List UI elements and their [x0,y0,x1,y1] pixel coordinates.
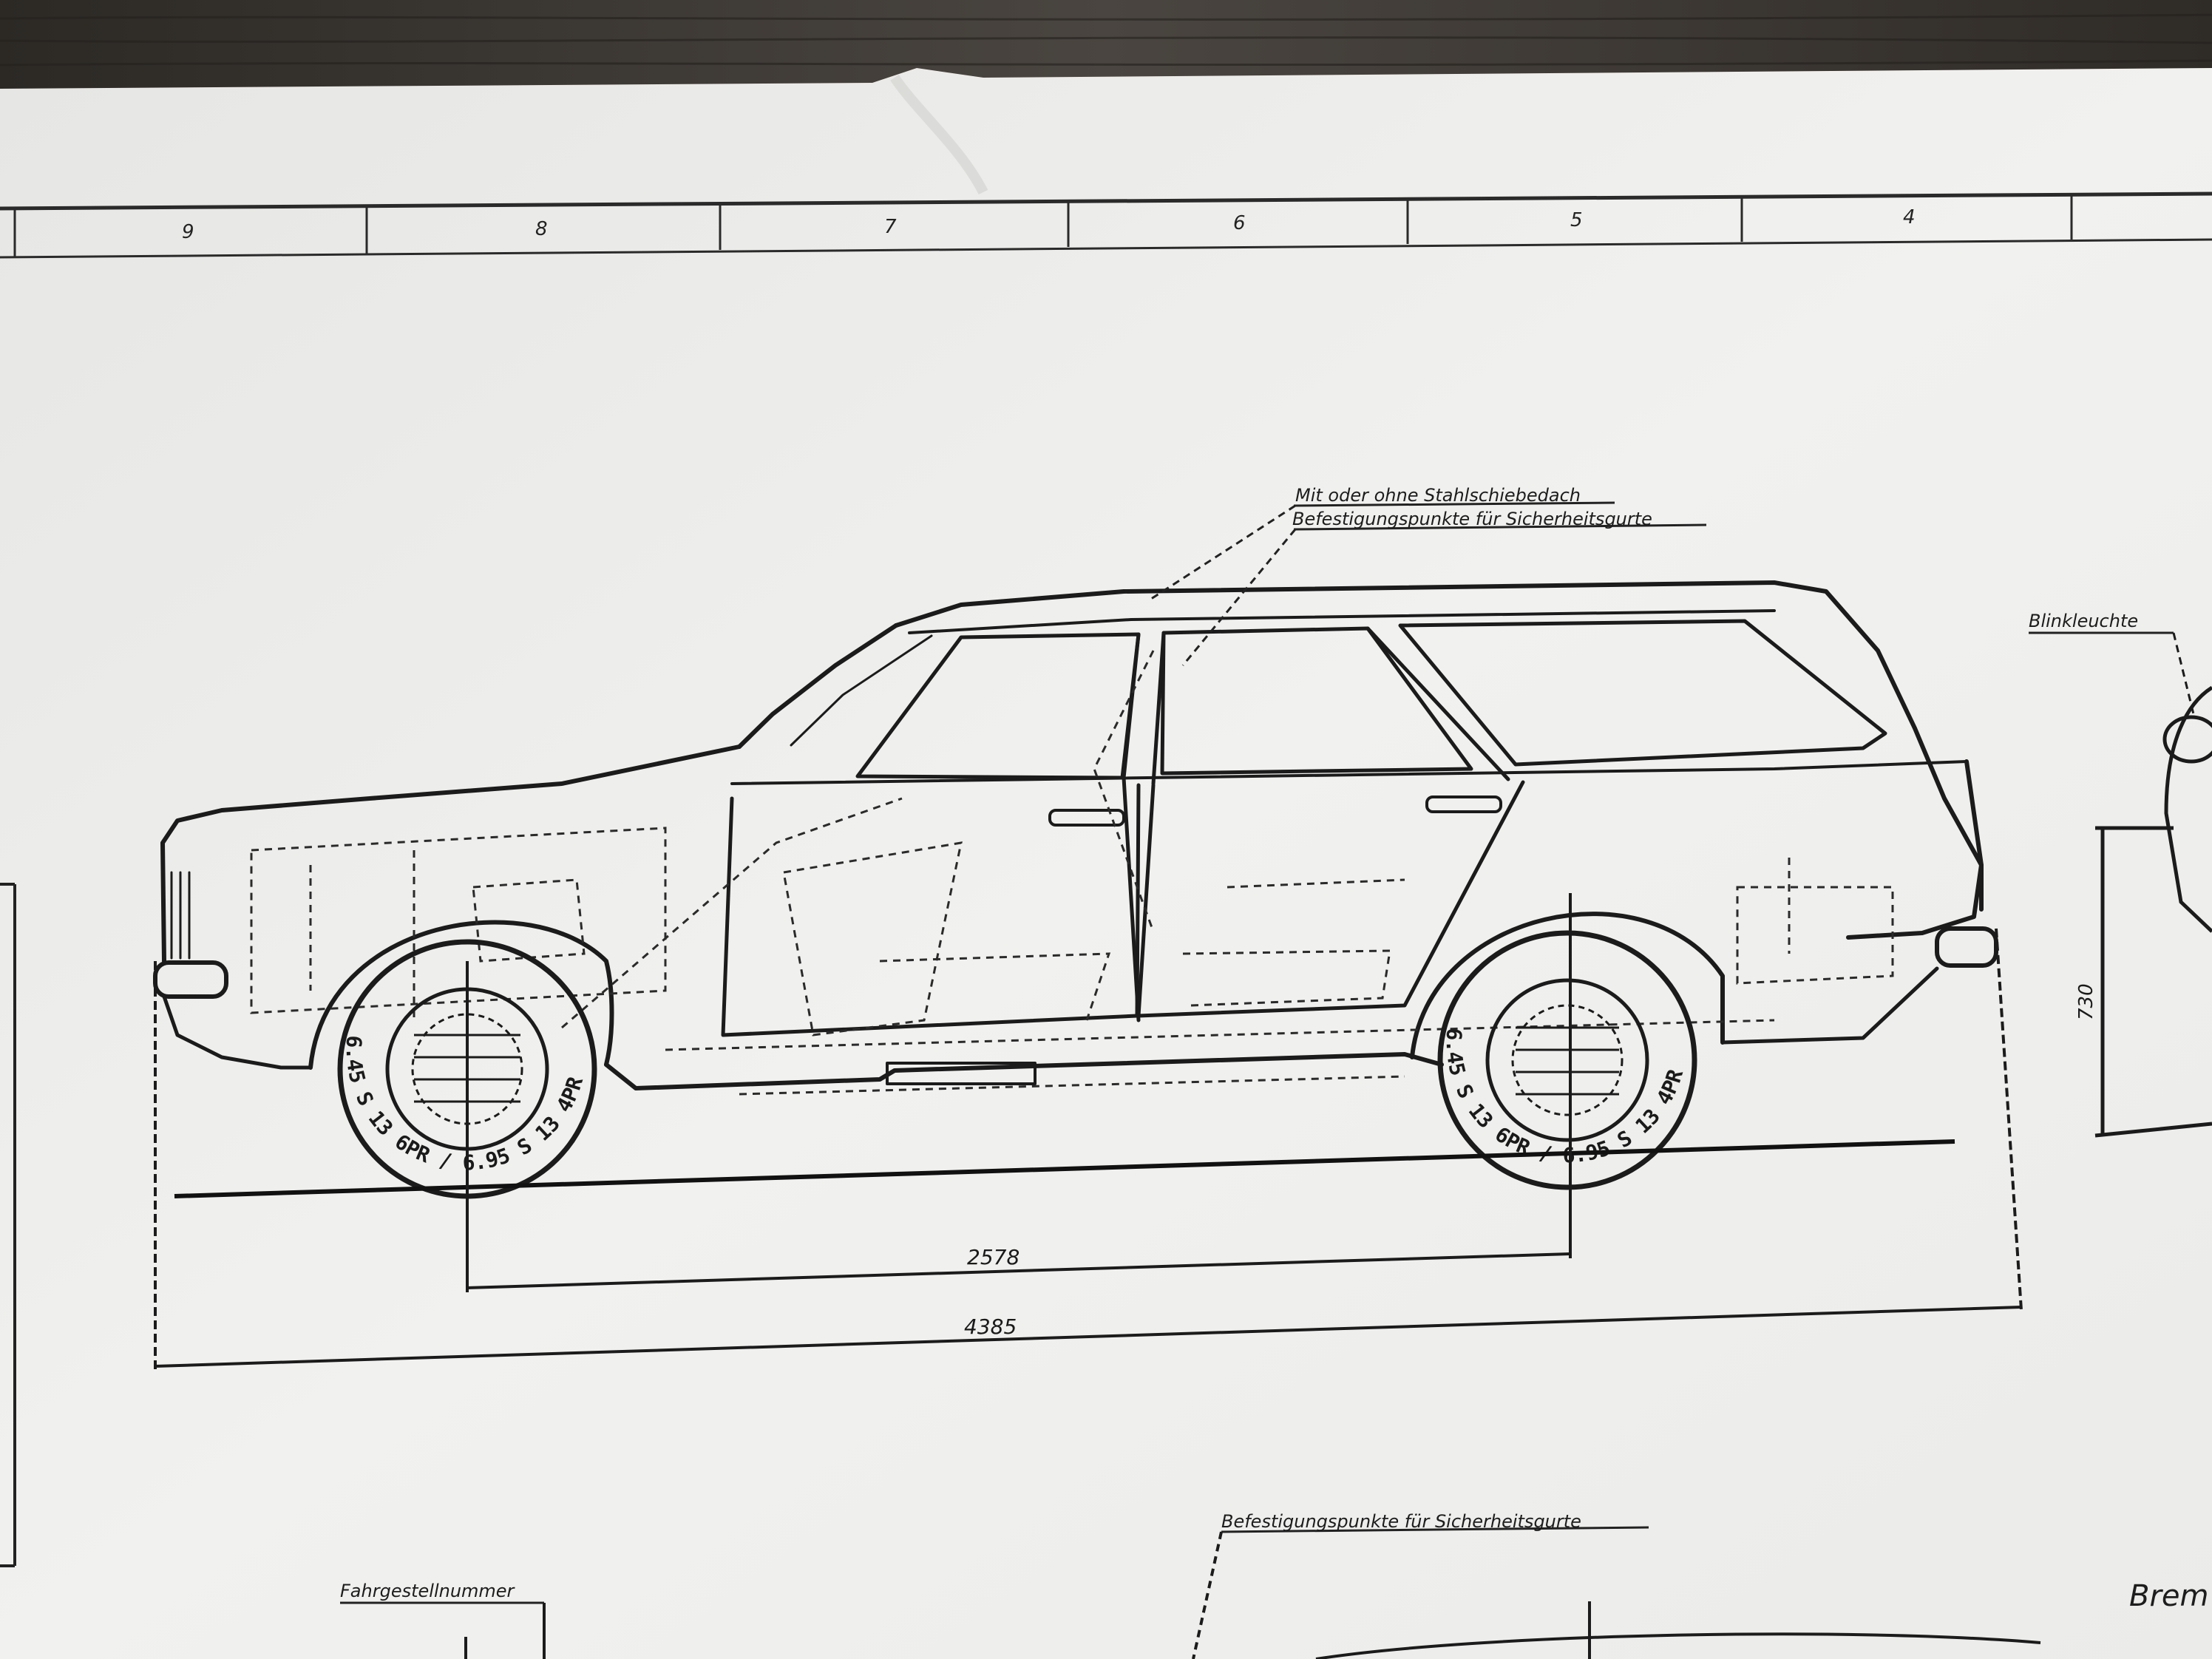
dimension-lines [154,893,2023,1369]
indicator-annotation: Blinkleuchte [2029,611,2138,631]
car-tailgate [1846,759,1984,940]
car-rear-door-handle [1425,795,1502,813]
car-hood [160,744,742,963]
zone-label-5: 5 [1570,209,1583,231]
belt-points-annotation-top: Befestigungspunkte für Sicherheitsgurte [1292,509,1652,529]
paper-sheet [0,68,2212,1659]
car-grille [170,871,191,960]
car-rear-door-window [1160,626,1473,776]
car-belt-line [730,760,1968,785]
zone-strip [0,191,2212,259]
chassis-number-annotation: Fahrgestellnummer [340,1581,516,1601]
car-internals-dashed [250,650,1894,1096]
sunroof-annotation: Mit oder ohne Stahlschiebedach [1295,485,1581,506]
zone-label-9: 9 [182,221,194,243]
overall-length-dimension: 4385 [964,1314,1017,1339]
ground-line [174,1139,1955,1198]
left-frame-box [0,883,16,1567]
zone-label-4: 4 [1903,206,1916,228]
car-front-door [721,783,1141,1037]
wood-grain [0,13,2212,67]
car-rear-door [1136,780,1525,1018]
station-wagon-side-view [153,580,1998,1090]
paper-fold [890,75,988,195]
rear-wheel [1437,930,1697,1190]
car-front-wheel-arch [308,920,614,1070]
zone-label-6: 6 [1233,212,1246,234]
rear-height-dimension: 730 [2075,983,2097,1020]
belt-points-annotation-bottom: Befestigungspunkte für Sicherheitsgurte [1221,1511,1581,1532]
annotation-leaders [1148,504,1297,666]
car-front-door-handle [1048,809,1125,827]
wheelbase-dimension: 2578 [967,1245,1020,1269]
bottom-drawing-fragments [464,1531,2041,1659]
rear-view-partial [2094,632,2212,1138]
car-windshield [737,623,898,749]
annotation-underlines [340,501,2174,1604]
zone-label-7: 7 [884,216,897,238]
bremsen-partial-annotation: Brem [2129,1579,2208,1613]
zone-label-8: 8 [535,218,548,240]
car-cargo-window [1398,619,1887,767]
car-rear-wheel-arch [1410,912,1725,1059]
car-sill-plate [886,1062,1037,1085]
car-roof [894,580,1984,912]
